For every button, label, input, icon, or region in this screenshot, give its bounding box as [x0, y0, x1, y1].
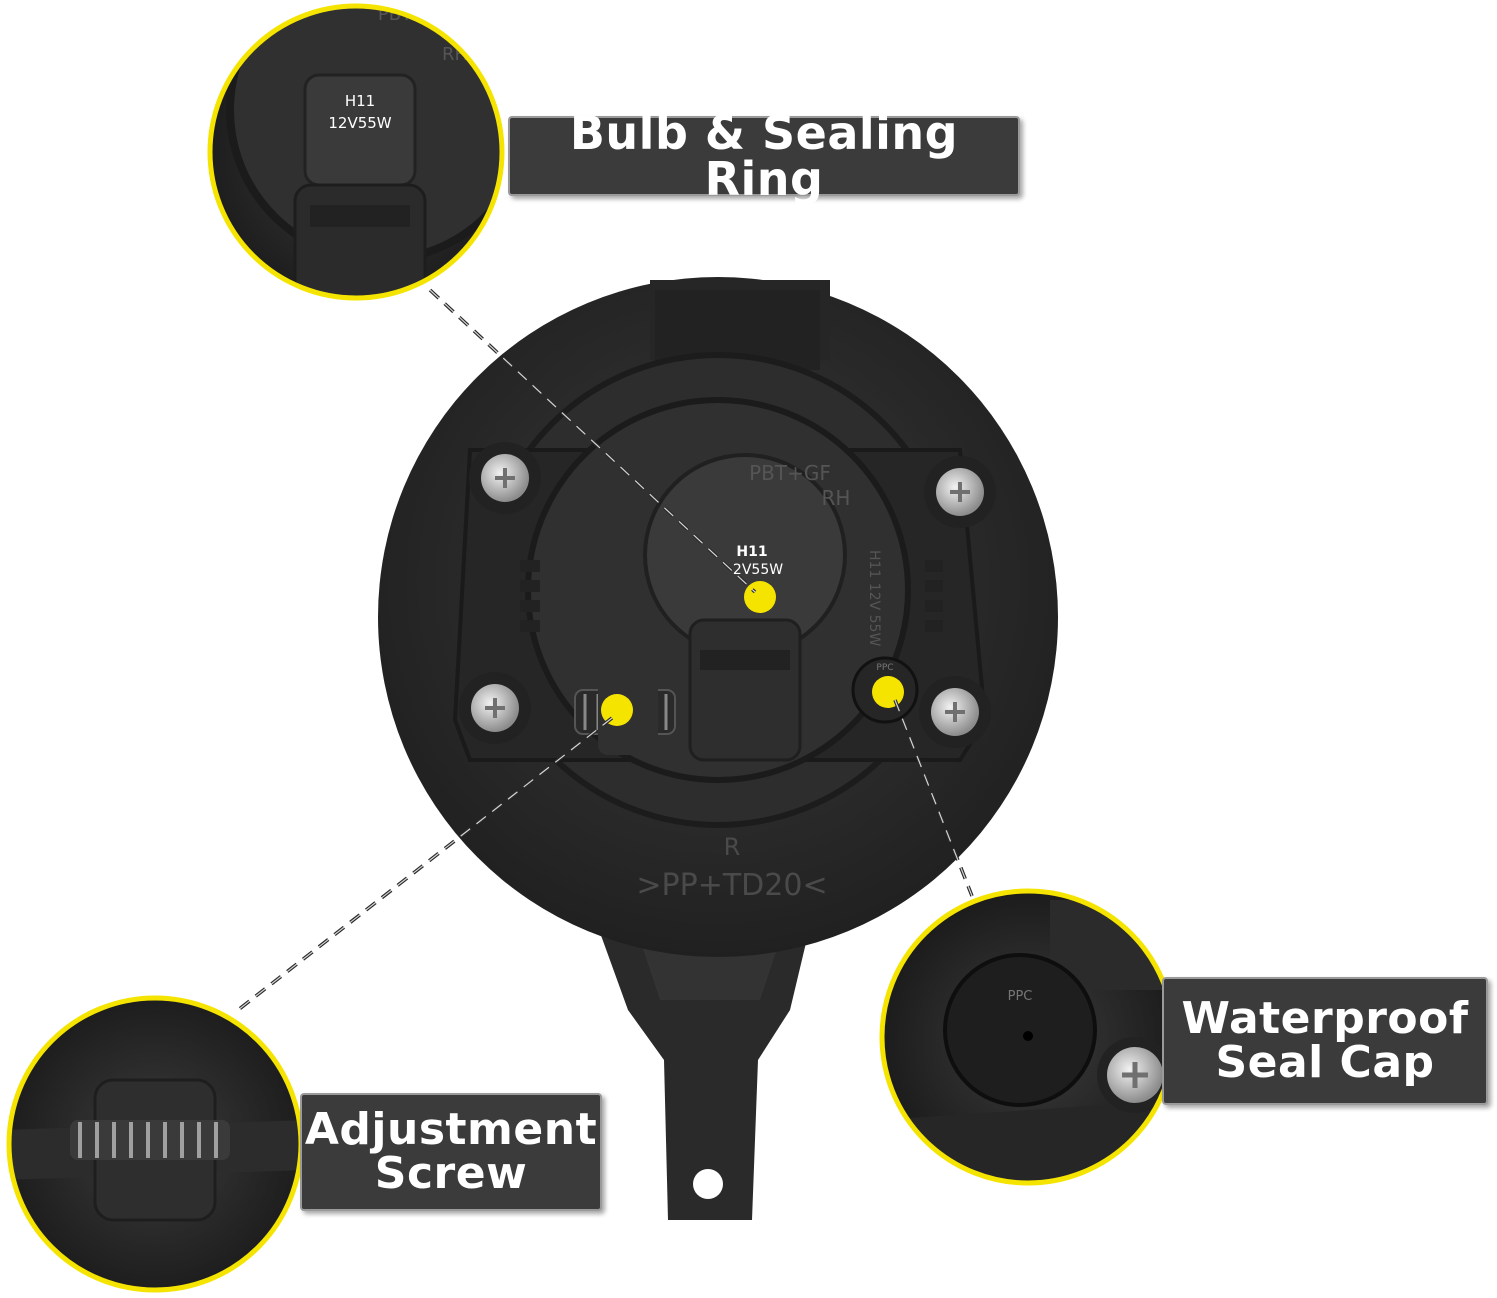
adjust-callout-line1: Adjustment: [304, 1104, 598, 1155]
side-letter-text: R: [724, 833, 741, 861]
adjust-callout-label: Adjustment Screw: [300, 1093, 602, 1211]
adjust-marker-dot: [601, 694, 633, 726]
seal-inset: PPC: [879, 888, 1177, 1186]
bulb-marker-dot: [744, 581, 776, 613]
seal-callout-label: Waterproof Seal Cap: [1162, 977, 1488, 1105]
inset-bulb-spec-text: 12V55W: [328, 114, 391, 132]
cap-text: PPC: [876, 663, 893, 673]
inset-cap-text: PPC: [1008, 989, 1033, 1004]
seal-callout-line2: Seal Cap: [1215, 1037, 1435, 1088]
seal-callout-line1: Waterproof: [1181, 993, 1469, 1044]
bracket-hole: [693, 1169, 723, 1199]
seal-marker-dot: [872, 676, 904, 708]
mounting-screw: [919, 676, 991, 748]
material-top-text: PBT+GF: [749, 461, 831, 485]
inset-screw: [1097, 1037, 1173, 1113]
bulb-callout-label: Bulb & Sealing Ring: [508, 110, 1020, 202]
bulb-spec-text: 2V55W: [733, 562, 783, 578]
adjust-callout-line2: Screw: [374, 1148, 528, 1199]
mounting-screw: [924, 456, 996, 528]
rim-text: H11 12V 55W: [866, 550, 882, 646]
side-text: RH: [822, 486, 851, 510]
bulb-callout-text: Bulb & Sealing Ring: [569, 106, 959, 206]
fog-light-housing: H11 2V55W PBT+GF RH H11 12V 55W R >PP+TD…: [378, 277, 1058, 1220]
mounting-screw: [459, 672, 531, 744]
adjust-inset: [6, 995, 304, 1293]
mounting-screw: [469, 442, 541, 514]
bulb-model-text: H11: [736, 544, 767, 560]
inset-bulb-model-text: H11: [345, 92, 375, 110]
bulb-inset: H11 12V55W PBT RH: [207, 3, 505, 301]
material-bottom-text: >PP+TD20<: [636, 868, 827, 903]
